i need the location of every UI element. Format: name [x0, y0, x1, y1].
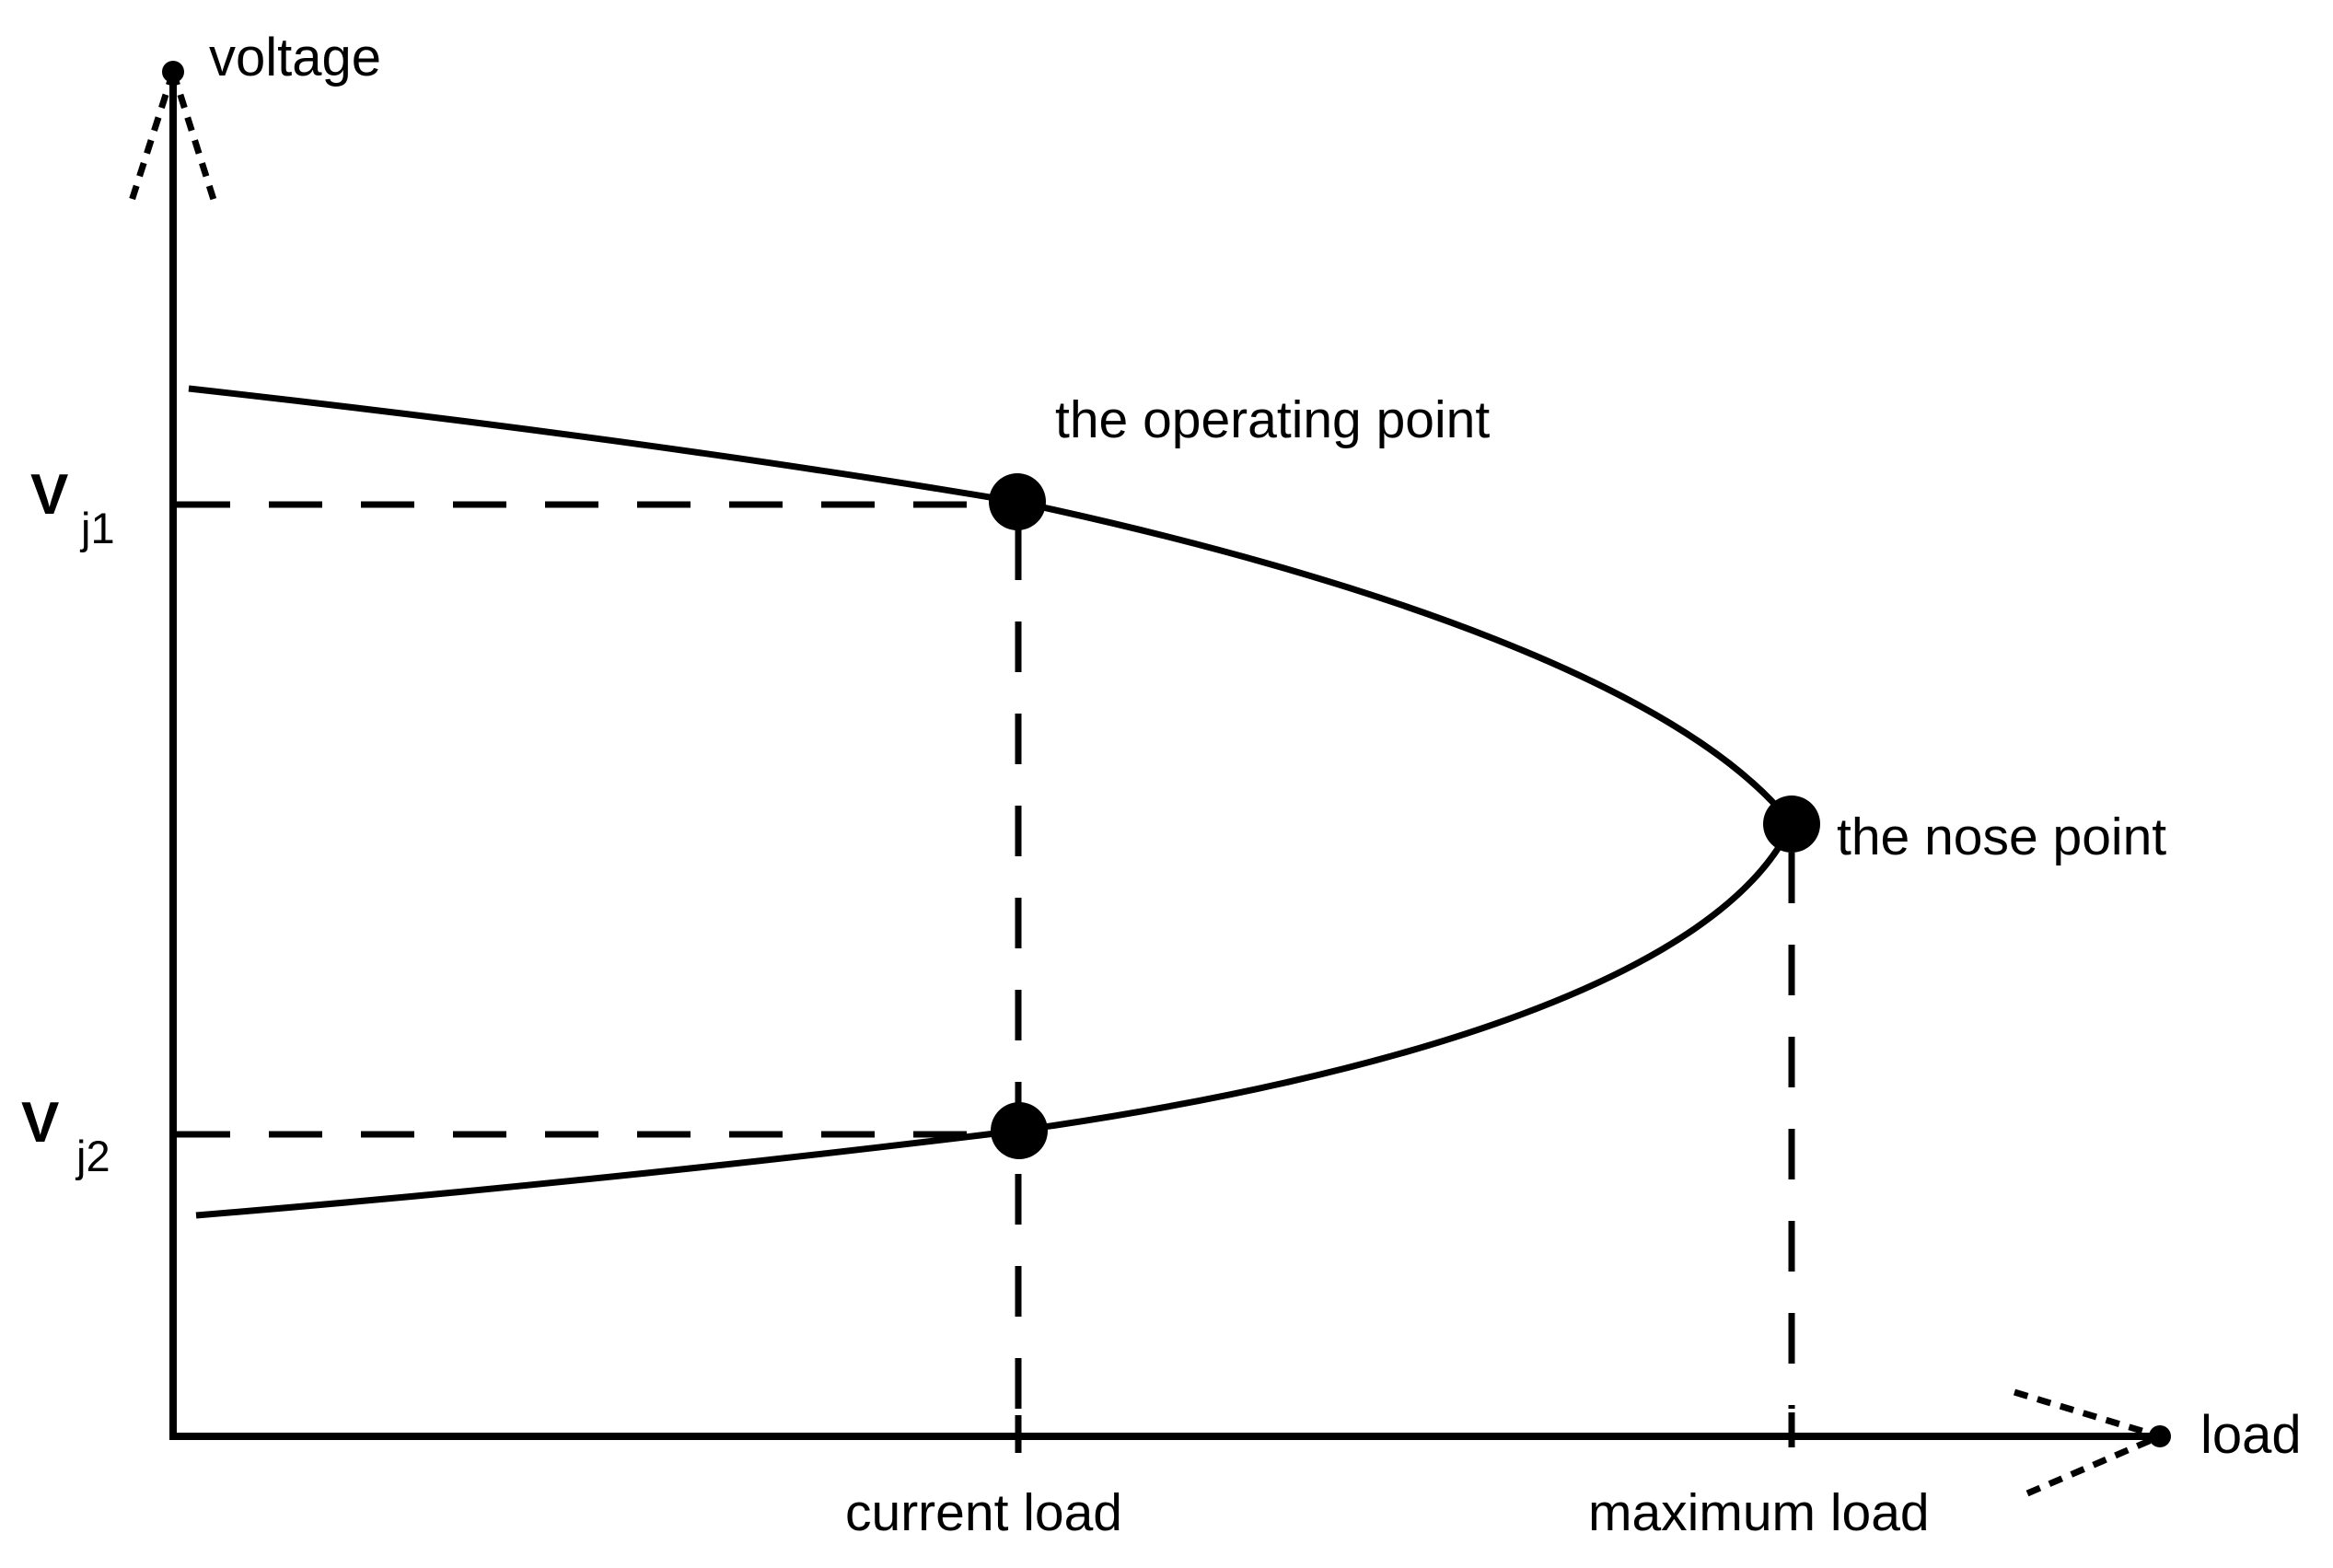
vj1-subscript: j1 — [79, 504, 115, 552]
y-arrow-left-arm — [128, 70, 177, 203]
pv-nose-curve — [188, 385, 1796, 1219]
maximum-load-tick-label: maximum load — [1588, 1483, 1930, 1542]
nose-point-annotation: the nose point — [1837, 807, 2166, 866]
vj2-base: V — [21, 1091, 59, 1155]
nose-point-dot — [1763, 796, 1820, 853]
y-arrow-right-arm — [169, 70, 218, 204]
x-arrow-lower-arm — [2025, 1433, 2162, 1497]
lower-voltage-point-dot — [991, 1102, 1048, 1159]
y-axis-label: voltage — [209, 28, 381, 87]
y-axis-arrowhead — [128, 61, 218, 204]
x-arrow-upper-arm — [2013, 1388, 2162, 1440]
operating-point-annotation: the operating point — [1055, 390, 1490, 449]
vj2-label: V j2 — [21, 1091, 110, 1180]
x-axis-arrowhead — [2013, 1388, 2171, 1497]
vj2-subscript: j2 — [75, 1132, 110, 1180]
vj1-label: V j1 — [30, 463, 115, 552]
x-axis-label: load — [2200, 1405, 2302, 1465]
current-load-tick-label: current load — [845, 1483, 1122, 1542]
operating-point-dot — [989, 473, 1046, 530]
vj1-base: V — [30, 463, 68, 527]
